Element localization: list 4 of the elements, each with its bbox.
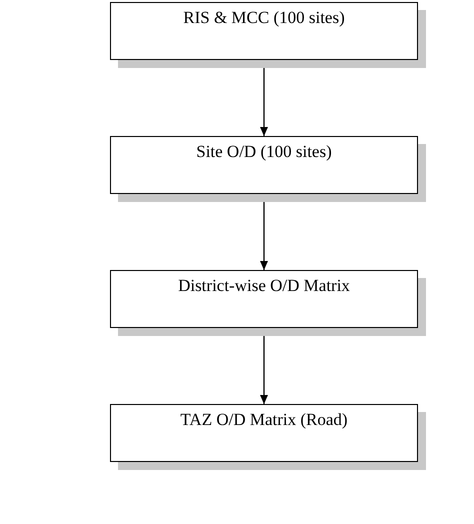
box-label: Site O/D (100 sites)	[196, 141, 332, 162]
box-label: TAZ O/D Matrix (Road)	[180, 409, 348, 430]
box-label: District-wise O/D Matrix	[178, 275, 350, 296]
box-label: RIS & MCC (100 sites)	[183, 7, 345, 28]
